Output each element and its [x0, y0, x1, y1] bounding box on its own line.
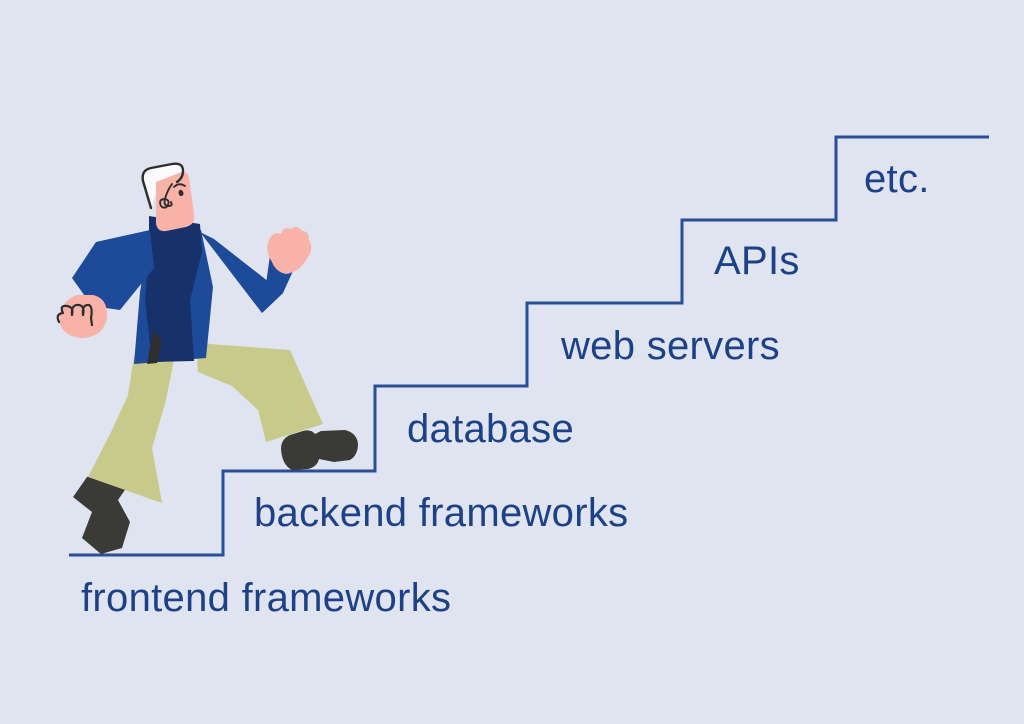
person-front-leg [196, 343, 323, 442]
person-hair-outline [141, 162, 185, 210]
person-back-hand-lines [56, 303, 94, 327]
person-front-hand [267, 226, 312, 274]
staircase-line [69, 135, 989, 557]
person-eye [178, 189, 184, 197]
person-sweater-shade [145, 216, 202, 362]
person-jacket-notch [147, 331, 162, 364]
person-back-hand [59, 295, 108, 338]
person-face-lines [159, 183, 186, 209]
person-hair [142, 163, 183, 208]
step-label-database: database [407, 407, 574, 451]
person-front-upper-arm [200, 232, 283, 313]
step-label-frontend-frameworks: frontend frameworks [81, 576, 452, 620]
person-back-shoe [73, 471, 130, 554]
step-label-etc: etc. [864, 157, 930, 201]
person-front-shoe [281, 430, 358, 470]
person-face [156, 172, 195, 232]
person-back-leg [88, 356, 174, 503]
step-label-web-servers: web servers [561, 324, 780, 368]
step-label-backend-frameworks: backend frameworks [254, 491, 629, 535]
person-back-arm [72, 230, 154, 310]
step-label-apis: APIs [714, 239, 800, 283]
climbing-person-illustration [56, 162, 358, 554]
